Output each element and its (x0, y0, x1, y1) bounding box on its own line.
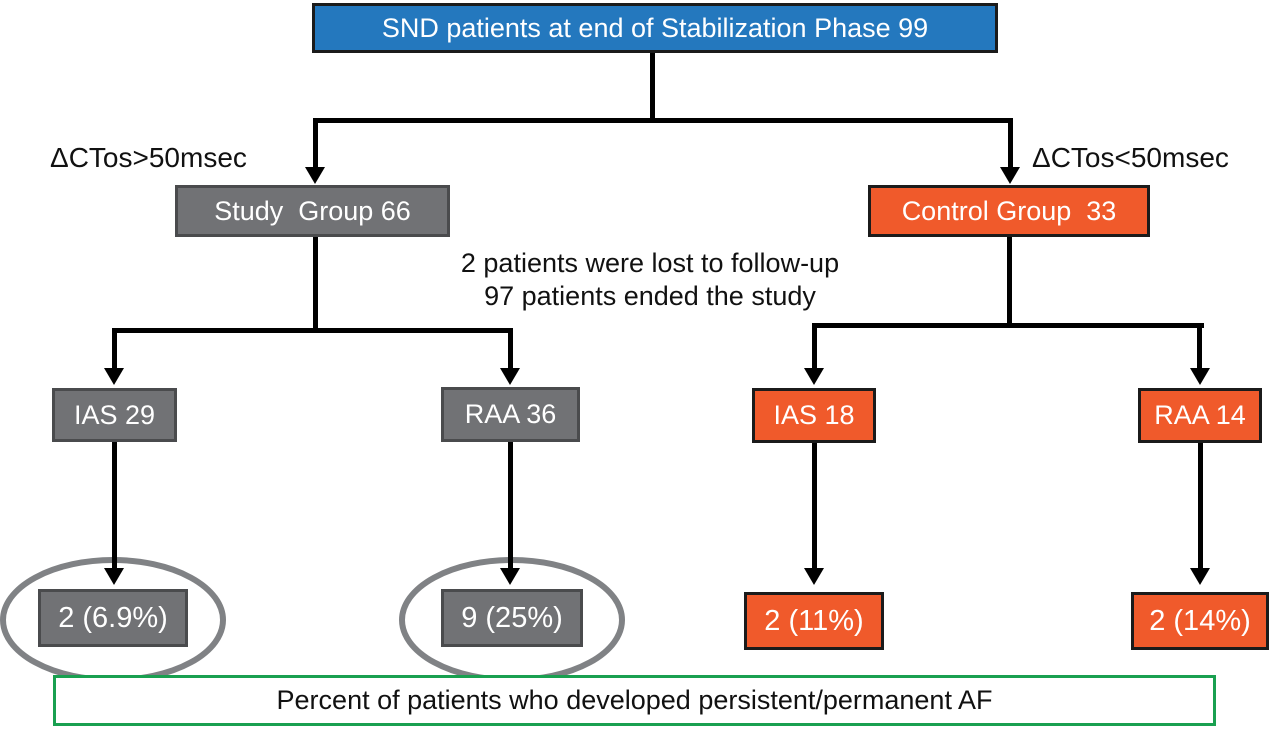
connector-line (1008, 118, 1013, 167)
arrowhead-icon (1190, 368, 1210, 385)
node-snd-patients: SND patients at end of Stabilization Pha… (312, 3, 998, 53)
result-control-raa: 2 (14%) (1131, 592, 1269, 650)
followup-note-line2: 97 patients ended the study (484, 281, 816, 311)
connector-line (650, 53, 655, 120)
arrowhead-icon (1190, 568, 1210, 585)
connector-line (112, 328, 117, 368)
connector-line (313, 118, 1013, 123)
connector-line (313, 118, 318, 167)
result-study-raa: 9 (25%) (441, 589, 583, 647)
result-control-ias: 2 (11%) (744, 592, 884, 650)
node-study-group: Study Group 66 (175, 185, 450, 237)
node-control-ias: IAS 18 (752, 388, 876, 443)
connector-line (1198, 443, 1203, 568)
connector-line (812, 323, 817, 368)
branch-label-left: ΔCTos>50msec (50, 142, 247, 173)
node-control-raa: RAA 14 (1138, 388, 1262, 443)
arrowhead-icon (500, 368, 520, 385)
connector-line (1197, 323, 1202, 368)
followup-note: 2 patients were lost to follow-up 97 pat… (390, 247, 910, 313)
arrowhead-icon (804, 568, 824, 585)
followup-note-line1: 2 patients were lost to follow-up (460, 248, 840, 278)
arrowhead-icon (305, 167, 325, 184)
connector-line (508, 442, 513, 568)
arrowhead-icon (104, 568, 124, 585)
arrowhead-icon (1000, 167, 1020, 184)
connector-line (508, 328, 513, 368)
node-control-group: Control Group 33 (868, 185, 1150, 237)
result-study-ias: 2 (6.9%) (38, 589, 188, 647)
arrowhead-icon (500, 568, 520, 585)
connector-line (1007, 237, 1012, 326)
connector-line (313, 237, 318, 331)
node-study-ias: IAS 29 (52, 388, 177, 442)
connector-line (112, 442, 117, 568)
arrowhead-icon (104, 368, 124, 385)
arrowhead-icon (804, 368, 824, 385)
branch-label-right: ΔCTos<50msec (1032, 142, 1229, 173)
connector-line (812, 323, 1204, 328)
node-study-raa: RAA 36 (441, 387, 580, 442)
connector-line (812, 443, 817, 568)
footer-legend: Percent of patients who developed persis… (53, 675, 1216, 726)
connector-line (112, 328, 513, 333)
